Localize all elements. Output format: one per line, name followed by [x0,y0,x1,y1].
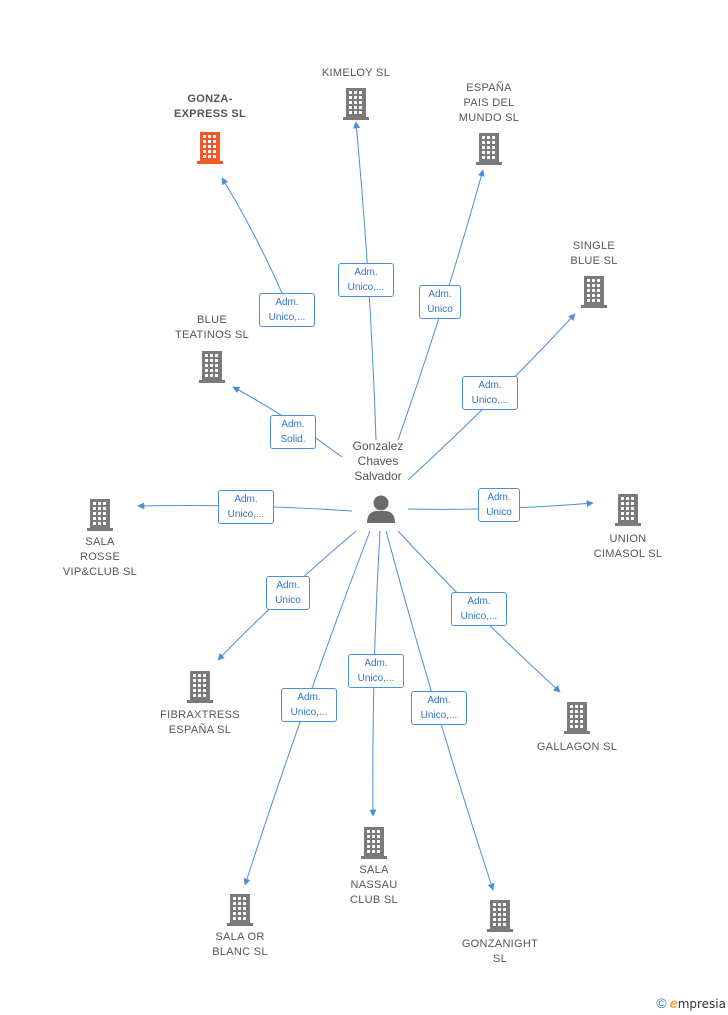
company-label-sala-or-blanc[interactable]: SALA OR BLANC SL [212,931,268,958]
edges-layer [137,121,594,891]
footer-brand: © empresia [656,995,726,1011]
brand-initial: e [669,995,678,1011]
edge-label-espana-pais[interactable]: Adm. Unico [419,285,461,319]
edge-label-sala-nassau[interactable]: Adm. Unico,... [348,654,404,688]
edge-label-sala-rosse[interactable]: Adm. Unico,... [218,490,274,524]
edge-label-gonzanight[interactable]: Adm. Unico,... [411,691,467,725]
edge-label-union-cimasol[interactable]: Adm. Unico [478,488,520,522]
building-icon-single-blue[interactable] [581,276,607,308]
building-icon-gonza-express[interactable] [197,132,223,164]
company-label-sala-rosse[interactable]: SALA ROSSE VIP&CLUB SL [62,536,138,578]
edge-label-gonza-express[interactable]: Adm. Unico,... [259,293,315,327]
company-label-espana-pais[interactable]: ESPAÑA PAIS DEL MUNDO SL [458,82,520,124]
copyright-icon: © [656,995,667,1011]
building-icon-sala-rosse[interactable] [87,499,113,531]
company-label-sala-nassau[interactable]: SALA NASSAU CLUB SL [350,864,398,906]
brand-name: mpresia [677,997,726,1011]
person-icon[interactable] [367,495,395,524]
edge-label-gallagon[interactable]: Adm. Unico,... [451,592,507,626]
company-label-gonza-express[interactable]: GONZA- EXPRESS SL [173,93,247,120]
building-icon-union-cimasol[interactable] [615,494,641,526]
edge-label-blue-teatinos[interactable]: Adm. Solid. [270,415,316,449]
edge-label-sala-or-blanc[interactable]: Adm. Unico,... [281,688,337,722]
edge-label-fibraxtress[interactable]: Adm. Unico [266,576,310,610]
building-icon-blue-teatinos[interactable] [199,351,225,383]
person-name[interactable]: Gonzalez Chaves Salvador [352,439,404,483]
edge-line-gonza-express [221,177,286,301]
edge-label-single-blue[interactable]: Adm. Unico,... [462,376,518,410]
company-label-union-cimasol[interactable]: UNION CIMASOL SL [593,533,663,560]
company-label-single-blue[interactable]: SINGLE BLUE SL [570,240,618,267]
company-label-kimeloy[interactable]: KIMELOY SL [321,67,391,79]
nodes-layer [87,88,641,932]
company-label-gonzanight[interactable]: GONZANIGHT SL [461,938,539,965]
edge-label-kimeloy[interactable]: Adm. Unico,... [338,263,394,297]
company-label-gallagon[interactable]: GALLAGON SL [536,741,618,753]
building-icon-sala-nassau[interactable] [361,827,387,859]
building-icon-fibraxtress[interactable] [187,671,213,703]
building-icon-kimeloy[interactable] [343,88,369,120]
company-label-blue-teatinos[interactable]: BLUE TEATINOS SL [175,314,249,341]
building-icon-gonzanight[interactable] [487,900,513,932]
company-label-fibraxtress[interactable]: FIBRAXTRESS ESPAÑA SL [160,709,240,736]
building-icon-sala-or-blanc[interactable] [227,894,253,926]
building-icon-gallagon[interactable] [564,702,590,734]
building-icon-espana-pais[interactable] [476,133,502,165]
